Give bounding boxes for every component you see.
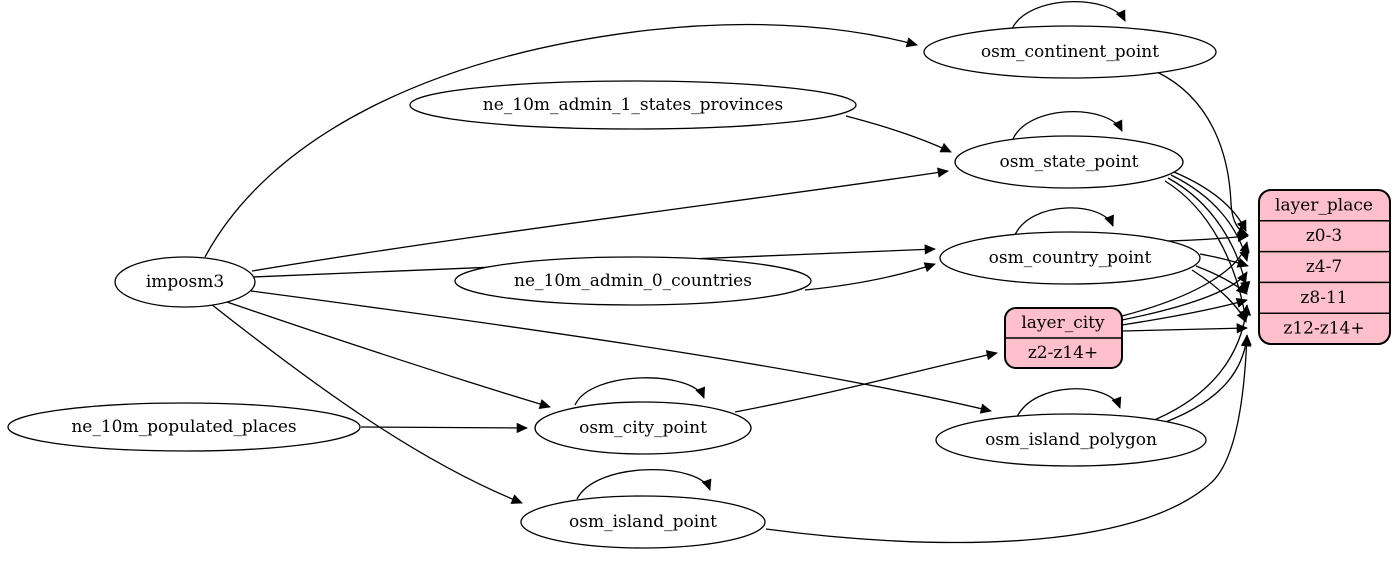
node-ne_10m_populated_places-shape [7,402,361,452]
node-osm_city_point-shape [534,401,752,455]
edge-ne_10m_admin_0_countries-to-osm_country_point [804,262,936,291]
node-osm_state_point-label: osm_state_point [1000,152,1139,172]
node-imposm3-label: imposm3 [146,272,224,292]
record-layer_place: layer_place z0-3 z4-7 z8-11 z12-z14+ [1258,189,1391,345]
edge-layer_city-to-layer_place-z12-z14 [1121,323,1248,334]
edge-osm_state_point-to-layer_place-z0-3 [1173,171,1247,232]
node-osm_island_point-label: osm_island_point [569,512,717,532]
node-osm_country_point-shape [939,231,1201,285]
self-loop-osm_country_point [1014,207,1114,236]
node-osm_state_point: osm_state_point [954,135,1184,189]
record-layer_place-row-z0-3: z0-3 [1306,226,1342,246]
self-loop-osm_island_point [576,469,712,500]
node-osm_continent_point: osm_continent_point [923,25,1217,79]
node-ne_10m_admin_0_countries-label: ne_10m_admin_0_countries [514,271,752,291]
node-osm_island_polygon: osm_island_polygon [935,413,1207,467]
node-ne_10m_admin_1_states_provinces: ne_10m_admin_1_states_provinces [409,80,857,130]
node-osm_continent_point-shape [923,25,1217,79]
node-ne_10m_admin_0_countries: ne_10m_admin_0_countries [454,256,812,306]
node-ne_10m_admin_1_states_provinces-shape [409,80,857,130]
node-osm_island_point-shape [520,495,766,549]
edge-ne_10m_populated_places-to-osm_city_point [360,422,528,434]
node-imposm3: imposm3 [114,256,256,308]
node-osm_city_point: osm_city_point [534,401,752,455]
edge-osm_island_point-to-layer_place-z12-z14 [765,334,1252,544]
record-layer_place-row-z8-11: z8-11 [1300,288,1347,308]
edge-layer_city-to-layer_place-z8-11 [1121,297,1248,326]
node-osm_country_point: osm_country_point [939,231,1201,285]
node-osm_continent_point-label: osm_continent_point [981,42,1159,62]
edge-osm_country_point-to-layer_place-z12-z14 [1191,269,1247,323]
node-osm_island_polygon-shape [935,413,1207,467]
edge-imposm3-to-osm_island_point [210,303,523,504]
node-osm_island_point: osm_island_point [520,495,766,549]
node-osm_city_point-label: osm_city_point [579,418,707,438]
record-layer_place-row-z4-7: z4-7 [1306,257,1342,277]
node-ne_10m_admin_1_states_provinces-label: ne_10m_admin_1_states_provinces [483,95,783,115]
edge-layer_city-to-layer_place-z0-3 [1121,241,1250,317]
node-ne_10m_populated_places-label: ne_10m_populated_places [71,417,296,437]
record-layer_place-title: layer_place [1275,195,1373,215]
edge-imposm3-to-osm_city_point [226,301,551,409]
node-osm_state_point-shape [954,135,1184,189]
node-osm_country_point-label: osm_country_point [989,248,1152,268]
self-loop-osm_island_polygon [1016,388,1122,418]
node-ne_10m_admin_0_countries-shape [454,256,812,306]
node-ne_10m_populated_places: ne_10m_populated_places [7,402,361,452]
edge-imposm3-to-osm_continent_point [204,23,918,258]
edge-imposm3-to-osm_island_polygon [250,290,992,414]
node-osm_island_polygon-label: osm_island_polygon [985,430,1157,450]
edge-layer_city-to-layer_place-z4-7 [1121,271,1248,321]
record-layer_place-row-z12-z14: z12-z14+ [1283,319,1364,339]
self-loop-osm_continent_point [1011,1,1126,30]
record-layer_city-row-z2-z14: z2-z14+ [1028,343,1098,363]
record-layer_place-box [1258,189,1391,345]
edge-osm_country_point-to-layer_place-z8-11 [1195,265,1248,295]
record-layer_city: layer_city z2-z14+ [1004,307,1123,369]
edge-ne_10m_admin_1_states_provinces-to-osm_state_point [845,115,952,153]
edge-osm_island_polygon-to-layer_place-z12-z14 [1151,335,1252,428]
self-loop-osm_city_point [574,377,705,406]
record-layer_city-title: layer_city [1021,313,1105,333]
edge-osm_city_point-to-layer_city-z2-z14 [734,350,998,413]
edge-osm_country_point-to-layer_place-z0-3 [1167,231,1249,243]
edge-osm_island_polygon-to-layer_place-z8-11 [1146,304,1252,424]
node-imposm3-shape [114,256,256,308]
edge-imposm3-to-osm_state_point [251,167,949,272]
self-loop-osm_state_point [1012,111,1123,140]
edge-osm_country_point-to-layer_place-z4-7 [1199,253,1249,268]
